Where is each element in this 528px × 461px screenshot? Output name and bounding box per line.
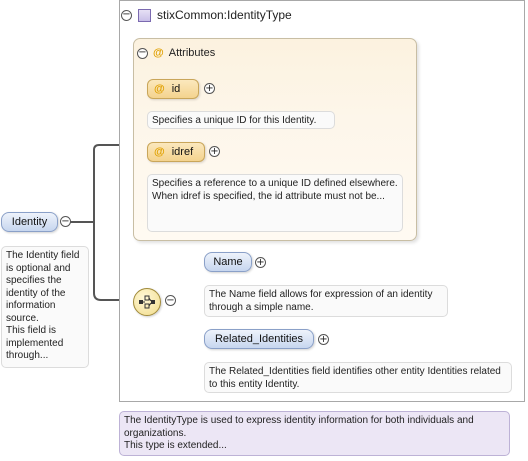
name-doc: The Name field allows for expression of …: [204, 285, 448, 317]
related-identities-doc: The Related_Identities field identifies …: [204, 362, 512, 393]
type-doc: The IdentityType is used to express iden…: [119, 411, 510, 456]
attribute-at-icon: @: [154, 83, 165, 95]
identity-element[interactable]: Identity: [1, 212, 58, 232]
sequence-compositor[interactable]: [133, 288, 161, 316]
attribute-name: idref: [171, 146, 194, 158]
attribute-id-expand-button[interactable]: +: [204, 82, 215, 94]
attribute-name: id: [171, 83, 181, 95]
sequence-icon: [139, 295, 155, 309]
attribute-idref-expand-button[interactable]: +: [209, 145, 220, 157]
name-expand-button[interactable]: +: [255, 256, 266, 268]
type-title: stixCommon:IdentityType: [157, 8, 292, 22]
attribute-id[interactable]: @ id: [147, 79, 199, 99]
complex-type-icon: [138, 8, 151, 22]
identity-collapse-button[interactable]: −: [60, 215, 71, 227]
attribute-at-icon: @: [153, 47, 164, 59]
attributes-collapse-button[interactable]: −: [137, 47, 148, 59]
identity-doc: The Identity field is optional and speci…: [1, 246, 89, 368]
attribute-idref-doc: Specifies a reference to a unique ID def…: [147, 174, 403, 232]
attributes-title: Attributes: [168, 47, 216, 59]
type-header: − stixCommon:IdentityType: [121, 6, 292, 24]
related-identities-expand-button[interactable]: +: [318, 333, 329, 345]
attribute-at-icon: @: [154, 146, 165, 158]
attribute-id-doc: Specifies a unique ID for this Identity.: [147, 111, 335, 129]
attributes-header: − @ Attributes: [137, 45, 215, 61]
attribute-idref[interactable]: @ idref: [147, 142, 205, 162]
related-identities-element[interactable]: Related_Identities: [204, 329, 314, 349]
sequence-collapse-button[interactable]: −: [165, 294, 176, 306]
name-element[interactable]: Name: [204, 252, 252, 272]
type-collapse-button[interactable]: −: [121, 9, 132, 21]
